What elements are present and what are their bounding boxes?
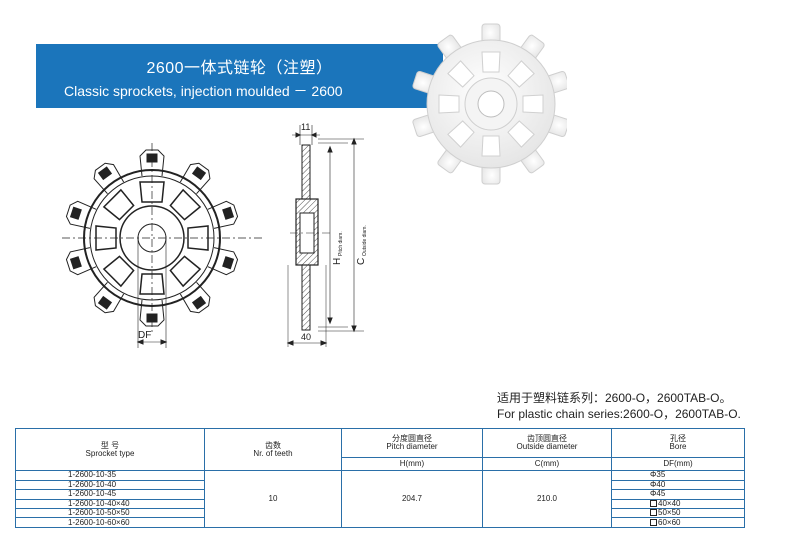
c-sub-label: Outside diam.	[362, 225, 368, 256]
spec-table: 型 号 Sprocket type 齿数 Nr. of teeth 分度圆直径 …	[15, 427, 745, 528]
unit-outside: C(mm)	[482, 457, 612, 472]
df-label: DF	[138, 330, 151, 341]
h-sub-label: Pitch diam.	[338, 231, 344, 256]
model-cell: 1-2600-10-40	[15, 479, 205, 491]
bore-cell: Φ45	[611, 489, 745, 500]
model-cell: 1-2600-10-60×60	[15, 517, 205, 528]
teeth-cell: 10	[204, 470, 342, 528]
square-bore-icon	[650, 499, 657, 507]
unit-pitch: H(mm)	[341, 457, 483, 472]
table-row: 1-2600-10-35 10 204.7 210.0 Φ35	[15, 470, 745, 528]
table-header-row: 型 号 Sprocket type 齿数 Nr. of teeth 分度圆直径 …	[15, 427, 745, 472]
table-row: 1-2600-10-50×50 50×50	[15, 507, 745, 519]
header-sprocket-type: 型 号 Sprocket type	[15, 427, 205, 472]
bore-cell: Φ40	[611, 479, 745, 491]
outside-cell: 210.0	[482, 470, 612, 528]
pitch-cell: 204.7	[341, 470, 483, 528]
bore-cell: Φ35	[611, 470, 745, 481]
sprocket-front-view: DF	[62, 143, 262, 348]
sprocket-photo	[411, 23, 567, 185]
table-unit-row: H(mm) C(mm) DF(mm)	[16, 457, 745, 472]
banner-title-en: Classic sprockets, injection moulded － 2…	[64, 83, 343, 99]
banner-title-cn: 2600一体式链轮（注塑）	[146, 60, 333, 77]
model-cell: 1-2600-10-35	[15, 470, 205, 481]
sprocket-side-view: 11 40 H Pitch diam. C Outside diam.	[286, 122, 368, 347]
table-row: 1-2600-10-60×60 60×60	[15, 517, 745, 528]
bore-cell-square: 40×40	[611, 498, 745, 510]
title-banner: 2600一体式链轮（注塑） Classic sprockets, injecti…	[36, 44, 443, 108]
unit-bore: DF(mm)	[611, 457, 745, 472]
h-label: H	[332, 258, 343, 265]
c-label: C	[356, 258, 367, 265]
bore-cell-square: 60×60	[611, 517, 745, 528]
bore-cell-square: 50×50	[611, 507, 745, 519]
applicable-note-cn: 适用于塑料链系列：2600-O，2600TAB-O。	[497, 391, 732, 405]
applicable-note-en: For plastic chain series:2600-O，2600TAB-…	[497, 407, 741, 421]
width-11-label: 11	[301, 122, 310, 132]
header-pitch-diameter: 分度圆直径 Pitch diameter	[341, 427, 483, 459]
model-cell: 1-2600-10-40×40	[15, 498, 205, 510]
header-outside-diameter: 齿顶圆直径 Outside diameter	[482, 427, 612, 459]
model-cell: 1-2600-10-45	[15, 489, 205, 500]
square-bore-icon	[650, 509, 657, 517]
width-40-label: 40	[301, 332, 311, 342]
header-bore: 孔径 Bore	[611, 427, 745, 459]
model-cell: 1-2600-10-50×50	[15, 507, 205, 519]
header-teeth: 齿数 Nr. of teeth	[204, 427, 342, 472]
square-bore-icon	[650, 518, 657, 526]
